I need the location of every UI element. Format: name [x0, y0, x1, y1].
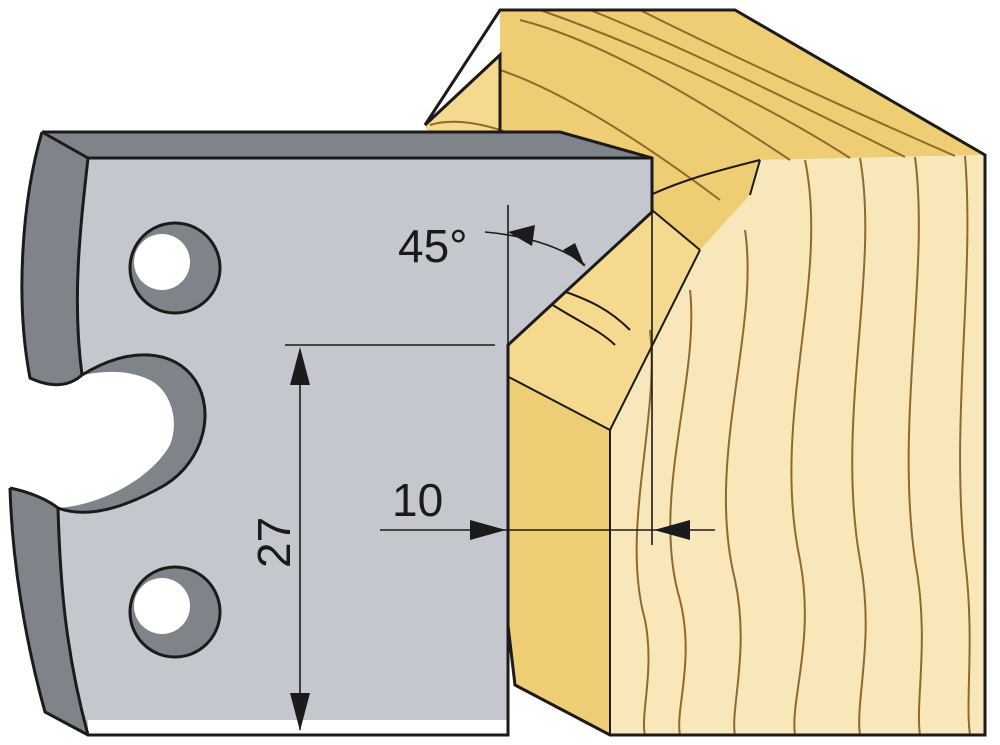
- dimension-arrowheads: [290, 225, 690, 731]
- depth-label: 10: [392, 474, 443, 526]
- knife-left-bevel-upper: [21, 132, 89, 385]
- wood-workpiece: [423, 8, 987, 737]
- angle-arrowhead-left: [508, 225, 535, 246]
- angle-arrowhead-right: [563, 243, 585, 267]
- height-arrowhead-top: [290, 347, 310, 385]
- height-arrowhead-bottom: [290, 693, 310, 731]
- angle-label: 45°: [398, 220, 468, 272]
- depth-arrowhead-right: [654, 520, 690, 540]
- knife-left-bevel-lower: [10, 488, 88, 735]
- height-label: 27: [248, 517, 300, 568]
- wood-front-grain: [635, 155, 971, 736]
- circle-hole-icon: [128, 565, 222, 659]
- wood-front-face: [610, 155, 985, 735]
- circle-hole-icon: [128, 221, 222, 315]
- profile-knife: [8, 130, 654, 737]
- knife-outline: [8, 130, 654, 737]
- knife-top-edge: [42, 132, 652, 158]
- semicircle-notch-icon: [58, 354, 205, 513]
- wood-side-face: [505, 375, 610, 735]
- depth-arrowhead-left: [470, 520, 506, 540]
- wood-outline: [423, 8, 987, 737]
